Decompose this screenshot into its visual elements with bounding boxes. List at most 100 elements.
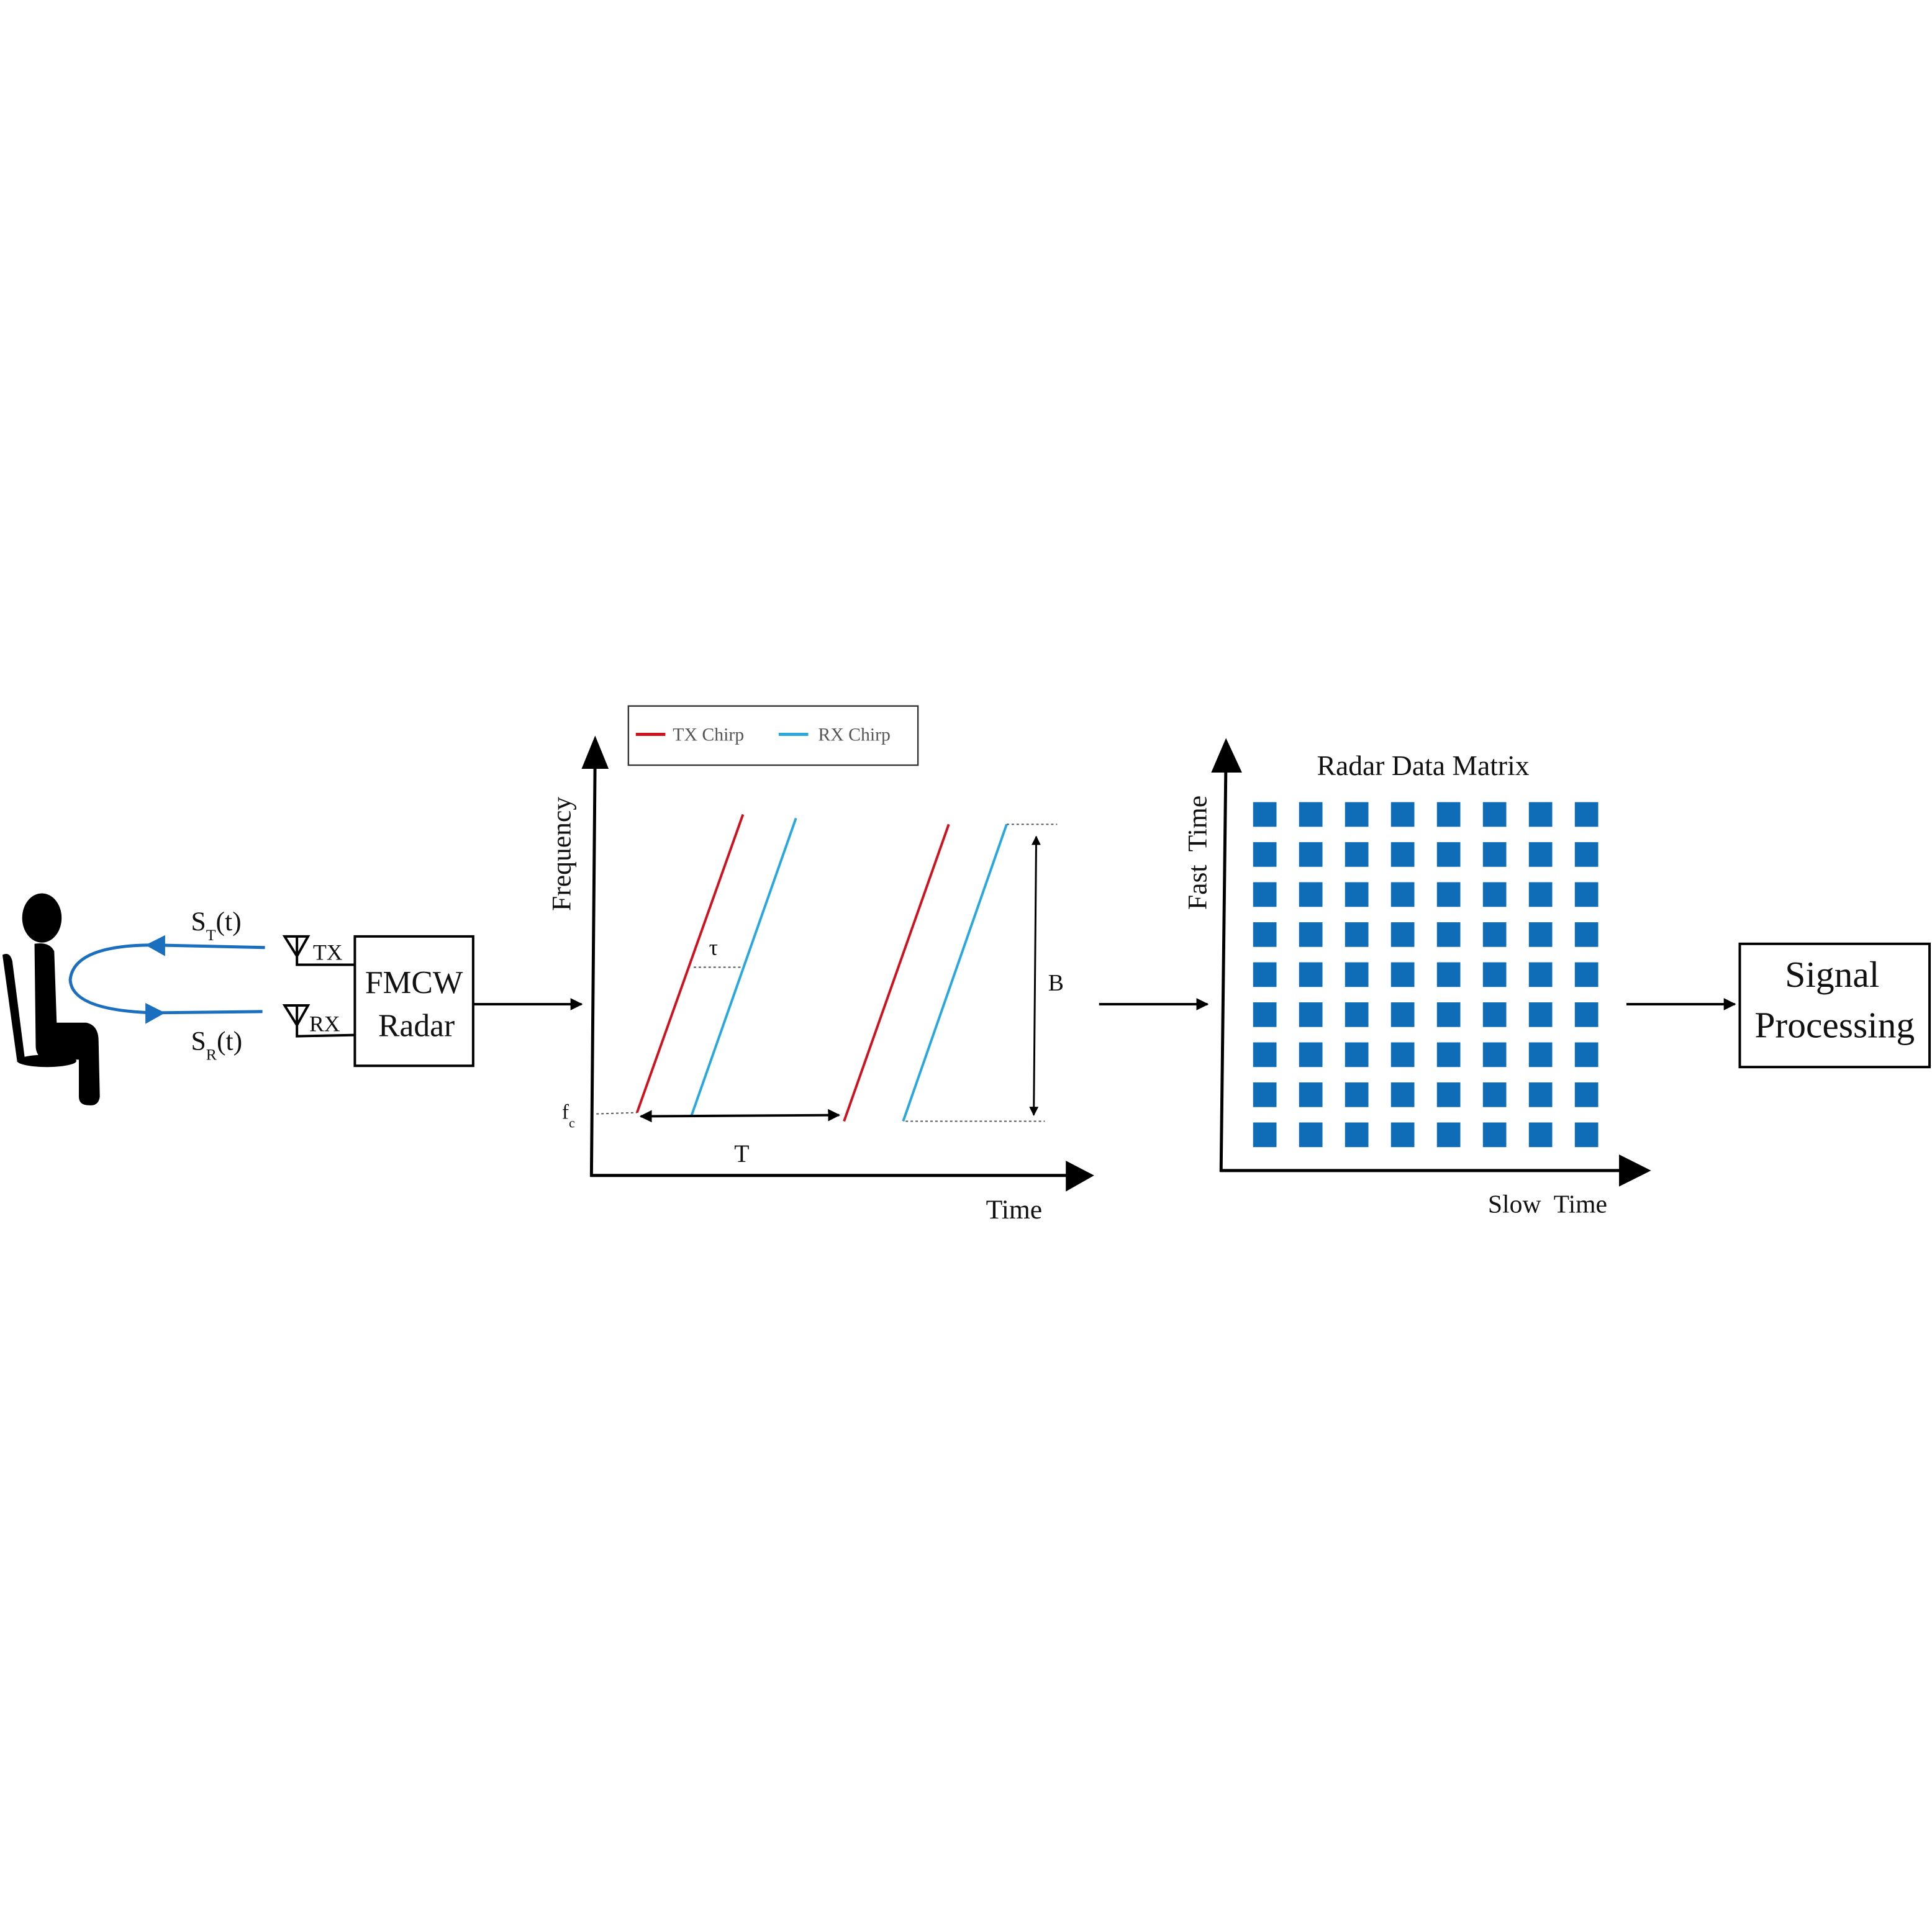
matrix-cell: [1345, 1042, 1369, 1068]
fmcw-radar-box: [353, 935, 474, 1068]
radar-box-line2: Radar: [378, 1009, 455, 1044]
matrix-cell: [1345, 842, 1369, 867]
signal-processing-line2: Processing: [1754, 1005, 1915, 1046]
matrix-cell: [1299, 1042, 1323, 1068]
matrix-cell: [1345, 802, 1369, 827]
matrix-cell: [1574, 1042, 1599, 1068]
matrix-cell: [1253, 882, 1277, 907]
matrix-cell: [1436, 922, 1461, 947]
matrix-cell: [1299, 962, 1323, 987]
matrix-cell: [1528, 882, 1553, 907]
matrix-cell: [1528, 802, 1553, 827]
matrix-cell: [1482, 882, 1507, 907]
fc-guide: [596, 1112, 637, 1115]
matrix-cell: [1253, 1002, 1277, 1027]
rx-chirp-1: [690, 817, 797, 1117]
matrix-cell: [1574, 1002, 1599, 1027]
matrix-cell: [1390, 1122, 1415, 1148]
matrix-cell: [1299, 882, 1323, 907]
radar-data-matrix: Radar Data Matrix Fast Time Slow Time: [1182, 738, 1651, 1218]
transmit-arrow-icon: [145, 935, 165, 956]
frequency-axis-label: Frequency: [547, 797, 577, 911]
matrix-cell: [1390, 1002, 1415, 1027]
matrix-cell: [1482, 1122, 1507, 1148]
period-arrow: [639, 1109, 841, 1123]
matrix-cell: [1345, 922, 1369, 947]
rx-antenna-label: RX: [309, 1012, 340, 1036]
matrix-title: Radar Data Matrix: [1317, 750, 1530, 781]
matrix-cell: [1436, 842, 1461, 867]
matrix-cell: [1482, 842, 1507, 867]
matrix-cell: [1253, 922, 1277, 947]
matrix-cell: [1436, 882, 1461, 907]
matrix-cell: [1436, 802, 1461, 827]
matrix-cell: [1299, 1082, 1323, 1107]
matrix-cell: [1390, 922, 1415, 947]
matrix-cell: [1528, 842, 1553, 867]
matrix-cell: [1528, 962, 1553, 987]
slow-time-axis-arrow-icon: [1619, 1154, 1651, 1187]
fast-time-axis: [1219, 754, 1228, 1172]
matrix-cell: [1528, 922, 1553, 947]
tx-chirp-2: [843, 823, 950, 1122]
signal-processing-box: [1738, 942, 1931, 1069]
matrix-cell: [1253, 1122, 1277, 1148]
matrix-cell: [1299, 802, 1323, 827]
rx-chirp-2: [902, 823, 1008, 1122]
matrix-cell: [1482, 1002, 1507, 1027]
time-axis-arrow-icon: [1066, 1160, 1094, 1192]
chirp-chart: TX Chirp RX Chirp Frequency Time fc T τ …: [547, 705, 1094, 1225]
matrix-cell: [1482, 802, 1507, 827]
matrix-cell: [1436, 1122, 1461, 1148]
matrix-cell: [1345, 1082, 1369, 1107]
signal-loop: [68, 935, 265, 1024]
matrix-cell: [1390, 842, 1415, 867]
fast-time-label: Fast Time: [1182, 796, 1212, 910]
chirp-legend: [627, 705, 919, 766]
matrix-cell: [1253, 1042, 1277, 1068]
matrix-cell: [1299, 1122, 1323, 1148]
matrix-cell: [1528, 1082, 1553, 1107]
bandwidth-label: B: [1048, 970, 1064, 996]
matrix-cell: [1390, 1082, 1415, 1107]
matrix-cell: [1436, 1082, 1461, 1107]
matrix-cell: [1574, 842, 1599, 867]
tx-antenna-label: TX: [313, 940, 343, 965]
tx-chirp-1: [635, 814, 745, 1113]
matrix-cell: [1253, 1082, 1277, 1107]
time-axis-label: Time: [986, 1195, 1043, 1225]
matrix-cell: [1482, 1042, 1507, 1068]
delay-label: τ: [709, 935, 718, 960]
signal-processing-line1: Signal: [1785, 954, 1879, 995]
matrix-cell: [1528, 1122, 1553, 1148]
matrix-cell: [1345, 882, 1369, 907]
legend-tx-label: TX Chirp: [673, 724, 744, 745]
matrix-cell: [1436, 1002, 1461, 1027]
rx-antenna-icon: [282, 1004, 355, 1038]
legend-rx-label: RX Chirp: [818, 724, 891, 745]
matrix-cell: [1574, 922, 1599, 947]
matrix-cell: [1345, 962, 1369, 987]
tx-antenna-icon: [282, 935, 355, 966]
matrix-cell: [1574, 962, 1599, 987]
frequency-axis: [589, 751, 597, 1177]
matrix-cell: [1390, 802, 1415, 827]
transmit-signal-label: ST(t): [191, 907, 242, 944]
matrix-cell: [1299, 1002, 1323, 1027]
matrix-cell: [1574, 1082, 1599, 1107]
matrix-cell: [1390, 962, 1415, 987]
bandwidth-arrow: [1029, 835, 1041, 1117]
radar-box-line1: FMCW: [365, 965, 463, 1000]
matrix-cell: [1574, 802, 1599, 827]
seated-person-icon: [2, 893, 100, 1105]
fc-label: fc: [562, 1101, 575, 1131]
matrix-cell: [1253, 962, 1277, 987]
fast-time-axis-arrow-icon: [1211, 738, 1242, 773]
slow-time-label: Slow Time: [1488, 1190, 1607, 1218]
matrix-cell: [1528, 1042, 1553, 1068]
matrix-cell: [1253, 802, 1277, 827]
matrix-cell: [1436, 962, 1461, 987]
matrix-cell: [1345, 1002, 1369, 1027]
matrix-cell: [1345, 1122, 1369, 1148]
